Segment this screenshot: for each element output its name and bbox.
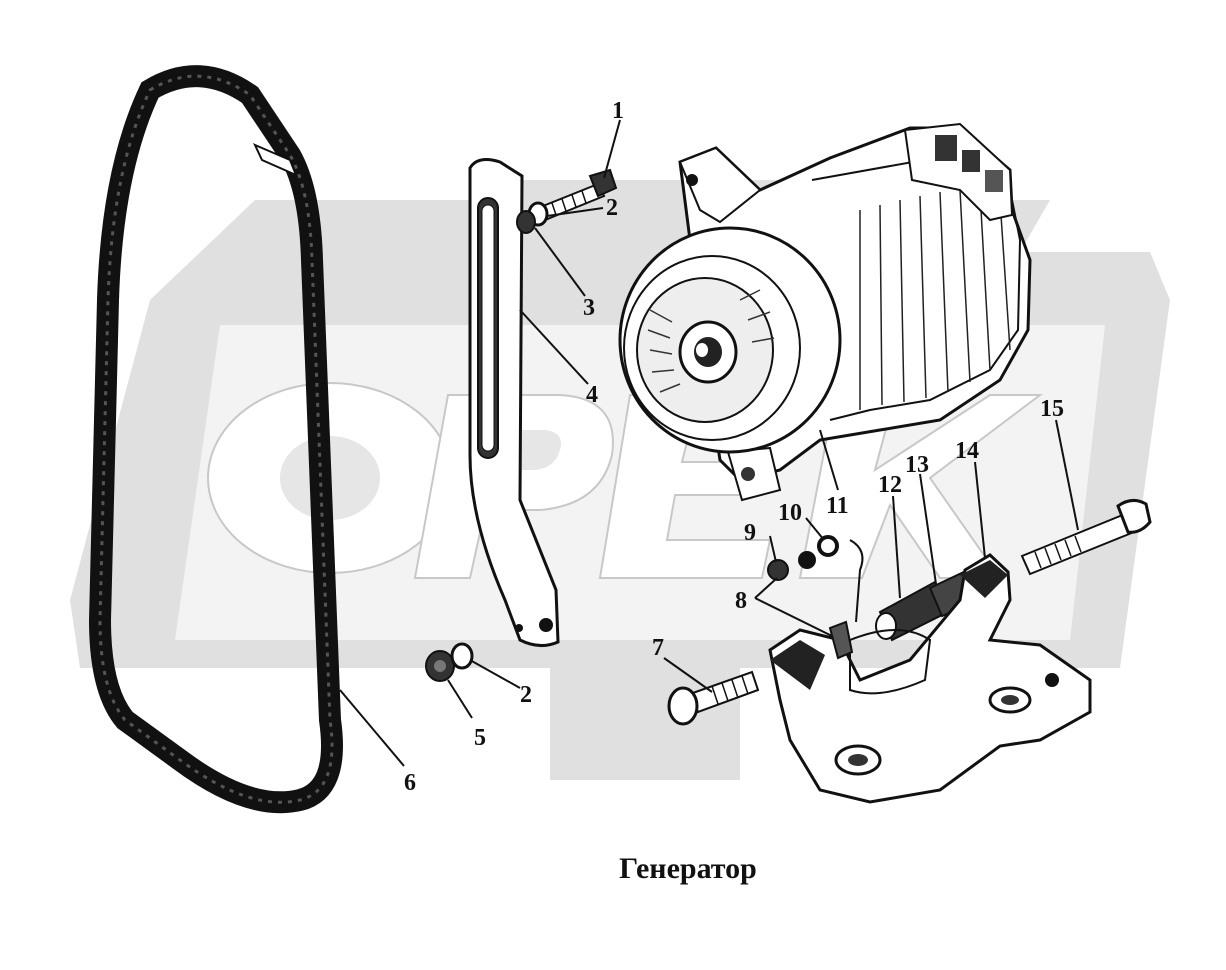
long-bolt-part-15 [1020, 499, 1152, 576]
callout-8: 8 [735, 588, 747, 614]
callout-3: 3 [583, 295, 595, 321]
callout-2-lower: 2 [520, 682, 532, 708]
nut-part-8 [798, 551, 854, 660]
callout-12: 12 [878, 472, 902, 498]
callout-7: 7 [652, 635, 664, 661]
bolt-part-1 [536, 168, 618, 222]
callout-2-upper: 2 [606, 195, 618, 221]
generator-pulley [618, 226, 842, 454]
callout-11: 11 [826, 493, 849, 519]
leader-lines [339, 119, 1079, 767]
nut-part-9 [767, 559, 789, 581]
callout-4: 4 [586, 382, 598, 408]
callout-14: 14 [955, 438, 979, 464]
v-belt-part-6 [88, 65, 343, 814]
callout-labels: 1 2 3 4 2 5 6 7 8 9 10 11 12 13 14 15 [404, 98, 1064, 796]
callout-1: 1 [612, 98, 624, 124]
callout-15: 15 [1040, 396, 1064, 422]
callout-9: 9 [744, 520, 756, 546]
callout-10: 10 [778, 500, 802, 526]
callout-13: 13 [905, 452, 929, 478]
mounting-bracket-part-14 [768, 553, 1092, 804]
washer-part-10 [817, 535, 839, 557]
washer-part-2-lower [450, 642, 474, 670]
callout-6: 6 [404, 770, 416, 796]
callout-5: 5 [474, 725, 486, 751]
nut-part-5 [425, 650, 455, 682]
nut-part-3 [516, 210, 536, 234]
diagram-caption: Генератор [619, 852, 757, 885]
tension-bracket-part-4 [468, 158, 560, 647]
bolt-part-7 [667, 670, 760, 726]
